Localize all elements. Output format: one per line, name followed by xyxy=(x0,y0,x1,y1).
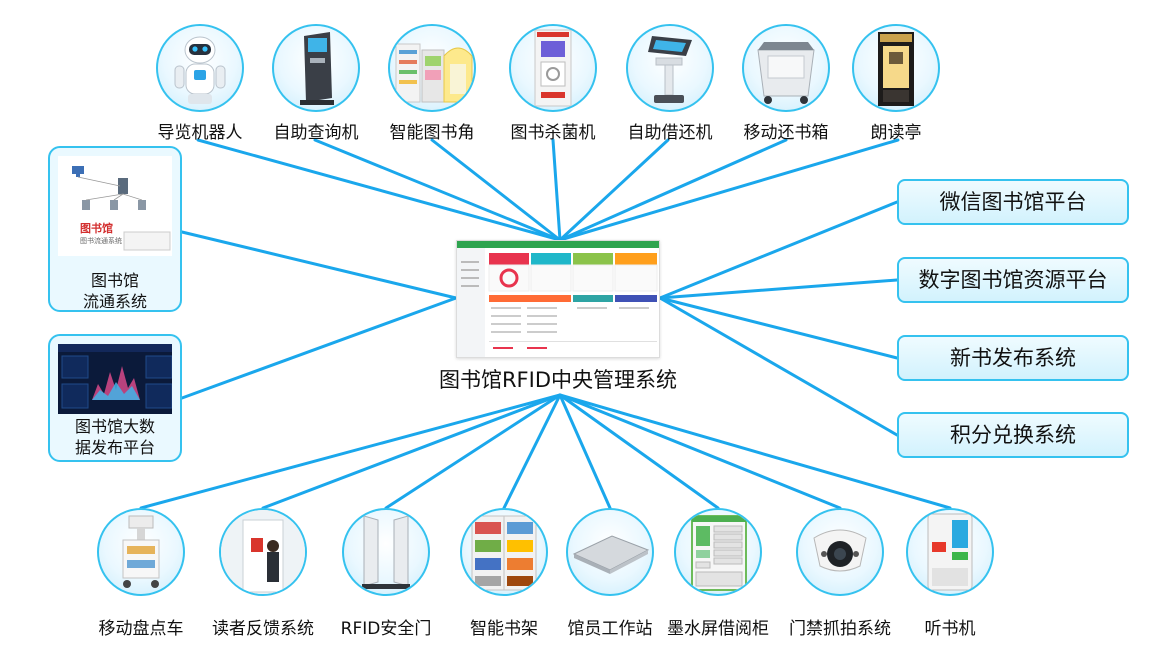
reading-booth-icon xyxy=(878,32,914,106)
reading-booth-label: 朗读亭 xyxy=(870,123,922,143)
workstation-label: 馆员工作站 xyxy=(567,619,653,639)
feedback-label: 读者反馈系统 xyxy=(212,619,314,639)
smart-shelf-icon xyxy=(471,515,537,591)
return-box-node xyxy=(742,24,830,112)
inventory-cart-icon xyxy=(122,515,160,588)
workstation-node xyxy=(566,508,654,596)
link-book-corner xyxy=(430,138,562,242)
link-camera xyxy=(558,393,842,510)
inventory-cart-label: 移动盘点车 xyxy=(98,619,184,639)
big-data-caption-line1: 图书馆大数 xyxy=(74,417,155,436)
link-workstation xyxy=(558,393,612,510)
self-checkout-label: 自助借还机 xyxy=(627,123,713,143)
eink-locker-label: 墨水屏借阅柜 xyxy=(667,619,769,639)
link-eink-locker xyxy=(558,393,720,510)
wechat-library-platform: 微信图书馆平台 xyxy=(897,179,1129,225)
workstation-pad-icon xyxy=(572,535,650,574)
link-new-book xyxy=(658,296,899,360)
link-inventory-cart xyxy=(139,393,562,510)
security-gate-label: RFID安全门 xyxy=(340,619,432,639)
network-topology-icon xyxy=(72,166,171,251)
robot-node xyxy=(156,24,244,112)
smart-shelf-node xyxy=(460,508,548,596)
camera-icon xyxy=(813,529,867,572)
inventory-cart-node xyxy=(97,508,185,596)
sterilizer-icon xyxy=(534,29,572,107)
sterilizer-label: 图书杀菌机 xyxy=(510,123,596,143)
link-audiobook xyxy=(558,393,952,510)
kiosk-node xyxy=(272,24,360,112)
robot-icon xyxy=(174,36,226,104)
book-corner-label: 智能图书角 xyxy=(389,123,475,143)
security-gate-node xyxy=(342,508,430,596)
link-wechat xyxy=(658,200,899,300)
reading-booth-node xyxy=(852,24,940,112)
link-feedback xyxy=(261,393,562,510)
camera-node xyxy=(796,508,884,596)
security-gate-icon xyxy=(362,515,410,589)
central-system-title: 图书馆RFID中央管理系统 xyxy=(438,368,678,392)
big-data-thumbnail xyxy=(58,344,172,414)
link-security-gate xyxy=(384,393,562,510)
big-data-caption: 图书馆大数 据发布平台 xyxy=(50,416,180,458)
link-reading-booth xyxy=(558,138,900,242)
feedback-terminal-icon xyxy=(221,510,305,594)
audiobook-label: 听书机 xyxy=(924,619,976,639)
dashboard-thumbnail-icon xyxy=(457,241,659,357)
link-robot xyxy=(196,138,562,242)
circulation-caption-line2: 流通系统 xyxy=(82,292,147,311)
robot-label: 导览机器人 xyxy=(157,123,243,143)
link-circulation xyxy=(180,230,458,300)
self-checkout-node xyxy=(626,24,714,112)
book-corner-icon xyxy=(395,43,473,103)
link-digital-library xyxy=(658,278,899,300)
camera-label: 门禁抓拍系统 xyxy=(789,619,891,639)
circulation-caption-line1: 图书馆 xyxy=(90,271,139,290)
circulation-system-panel: 图书馆 图书流通系统 图书馆 流通系统 xyxy=(48,146,182,312)
link-big-data xyxy=(180,296,458,400)
audiobook-node xyxy=(906,508,994,596)
smart-shelf-label: 智能书架 xyxy=(470,619,538,639)
link-kiosk xyxy=(313,138,562,242)
link-sterilizer xyxy=(551,138,562,242)
link-points xyxy=(658,296,899,437)
big-data-caption-line2: 据发布平台 xyxy=(74,438,155,457)
link-return-box xyxy=(558,138,788,242)
new-book-release-platform: 新书发布系统 xyxy=(897,335,1129,381)
eink-locker-node xyxy=(674,508,762,596)
link-smart-shelf xyxy=(502,393,562,510)
thumb-library-subtitle: 图书流通系统 xyxy=(80,237,122,245)
return-box-icon xyxy=(757,42,815,104)
self-checkout-icon xyxy=(648,36,692,103)
digital-library-platform: 数字图书馆资源平台 xyxy=(897,257,1129,303)
thumb-library-title: 图书馆 xyxy=(80,222,113,235)
book-corner-node xyxy=(388,24,476,112)
eink-locker-icon xyxy=(691,515,747,591)
audiobook-kiosk-icon xyxy=(927,513,973,591)
dashboard-chart-icon xyxy=(58,344,172,409)
circulation-thumbnail: 图书馆 图书流通系统 xyxy=(58,156,172,256)
return-box-label: 移动还书箱 xyxy=(743,123,829,143)
circulation-caption: 图书馆 流通系统 xyxy=(50,270,180,311)
central-dashboard-screenshot xyxy=(456,240,660,358)
sterilizer-node xyxy=(509,24,597,112)
link-self-checkout xyxy=(558,138,670,242)
big-data-panel: 图书馆大数 据发布平台 xyxy=(48,334,182,462)
feedback-node xyxy=(219,508,307,596)
kiosk-icon xyxy=(300,32,334,105)
points-exchange-platform: 积分兑换系统 xyxy=(897,412,1129,458)
kiosk-label: 自助查询机 xyxy=(273,123,359,143)
